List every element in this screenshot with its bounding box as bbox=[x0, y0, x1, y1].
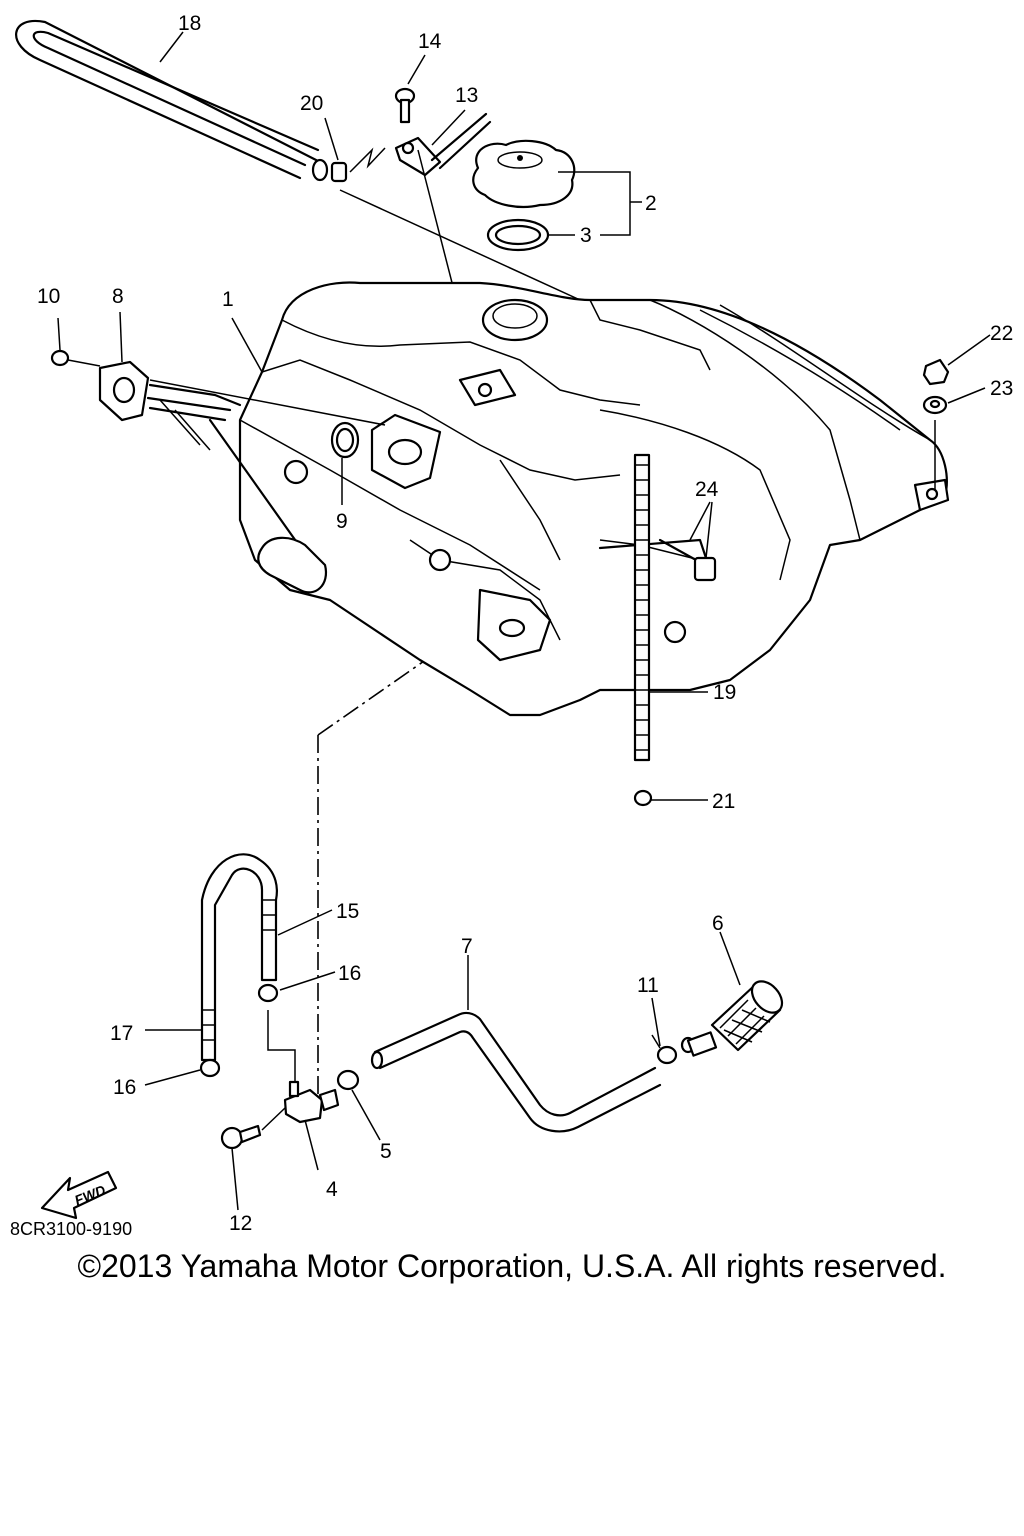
callout-16-upper: 16 bbox=[338, 962, 361, 985]
clip-20 bbox=[330, 147, 386, 183]
gasket-3 bbox=[486, 218, 550, 252]
callout-15: 15 bbox=[336, 900, 359, 923]
callout-11: 11 bbox=[637, 974, 659, 997]
callout-1: 1 bbox=[222, 288, 234, 311]
callout-13: 13 bbox=[455, 84, 478, 107]
fuel-hose-7 bbox=[370, 1011, 662, 1133]
washer-23 bbox=[922, 395, 948, 415]
callout-20: 20 bbox=[300, 92, 323, 115]
callout-8: 8 bbox=[112, 285, 124, 308]
callout-18: 18 bbox=[178, 12, 201, 35]
screw-10 bbox=[50, 349, 101, 367]
clip-5 bbox=[336, 1069, 360, 1091]
nut-22 bbox=[922, 358, 950, 386]
fuel-filter-6 bbox=[680, 980, 784, 1057]
callout-6: 6 bbox=[712, 912, 724, 935]
diagram-code: 8CR3100-9190 bbox=[10, 1219, 132, 1239]
clip-16-lower bbox=[199, 1058, 221, 1078]
callout-4: 4 bbox=[326, 1178, 338, 1201]
callout-17: 17 bbox=[110, 1022, 133, 1045]
callout-numbers: 18 14 13 20 2 3 10 8 1 22 23 24 9 19 21 … bbox=[10, 12, 1013, 1239]
copyright-notice: ©2013 Yamaha Motor Corporation, U.S.A. A… bbox=[77, 1248, 947, 1284]
gasket-9 bbox=[330, 421, 360, 505]
callout-3: 3 bbox=[580, 224, 592, 247]
callout-21: 21 bbox=[712, 790, 735, 813]
callout-19: 19 bbox=[713, 681, 736, 704]
callout-2: 2 bbox=[645, 192, 657, 215]
callout-16-lower: 16 bbox=[113, 1076, 136, 1099]
fuel-sender-8 bbox=[98, 360, 386, 594]
callout-9: 9 bbox=[336, 510, 348, 533]
breather-hose-18 bbox=[15, 19, 329, 182]
leader-lines bbox=[57, 31, 991, 1211]
callout-10: 10 bbox=[37, 285, 60, 308]
callout-24: 24 bbox=[695, 478, 719, 501]
screw-14 bbox=[394, 87, 416, 124]
hose-19 bbox=[633, 453, 651, 762]
callout-5: 5 bbox=[380, 1140, 392, 1163]
tank-cap-2 bbox=[472, 139, 576, 209]
fuel-cock-4 bbox=[267, 1010, 340, 1171]
callout-14: 14 bbox=[418, 30, 442, 53]
callout-7: 7 bbox=[461, 935, 473, 958]
callout-22: 22 bbox=[990, 322, 1013, 345]
clip-11 bbox=[651, 1034, 678, 1065]
hose-15 bbox=[200, 853, 278, 1062]
callout-23: 23 bbox=[990, 377, 1013, 400]
screw-12 bbox=[220, 1107, 286, 1150]
fwd-arrow: FWD bbox=[40, 1170, 118, 1220]
clip-21 bbox=[633, 789, 653, 807]
band-24 bbox=[598, 538, 717, 582]
callout-12: 12 bbox=[229, 1212, 252, 1235]
clip-16-upper bbox=[257, 983, 279, 1003]
fuel-tank-1 bbox=[238, 281, 950, 717]
